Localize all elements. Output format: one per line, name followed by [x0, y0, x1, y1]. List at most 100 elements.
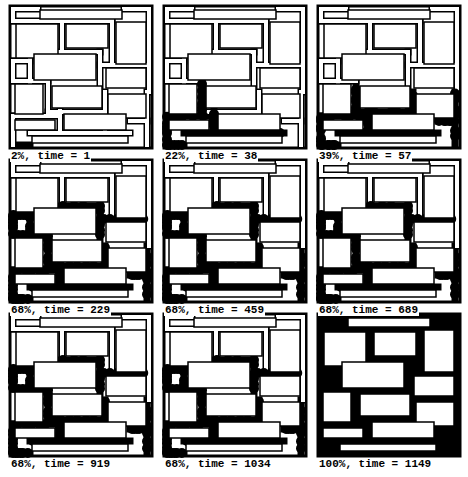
maze-room — [218, 268, 280, 284]
fill-dot — [296, 436, 306, 446]
maze-room — [169, 274, 209, 284]
maze-room — [348, 10, 430, 19]
maze-room — [342, 54, 404, 80]
panel-caption: 68%, time = 229 — [10, 304, 111, 316]
corridor — [124, 315, 149, 319]
maze-room — [374, 332, 416, 356]
maze-room — [169, 84, 197, 114]
fill-dot — [142, 436, 152, 446]
maze-room — [186, 290, 282, 297]
corridor-wall — [13, 6, 38, 13]
corridor — [319, 61, 323, 81]
corridor — [110, 175, 114, 219]
corridor-wall — [263, 21, 270, 65]
maze-border — [164, 314, 306, 456]
maze-room — [218, 114, 280, 130]
maze-room — [424, 22, 454, 64]
corridor — [432, 7, 457, 11]
corridor-wall — [167, 6, 192, 13]
fill-dot — [142, 282, 152, 292]
corridor — [30, 131, 130, 135]
corridor — [278, 7, 303, 11]
corridor-wall — [45, 82, 52, 112]
maze-room — [52, 86, 102, 108]
maze-room — [206, 240, 256, 262]
corridor — [301, 317, 305, 400]
corridor — [167, 7, 192, 11]
corridor — [321, 7, 346, 11]
fill-dot — [8, 374, 18, 384]
maze-room — [34, 362, 96, 388]
maze-room — [340, 136, 436, 143]
maze-room — [360, 394, 410, 416]
corridor — [301, 9, 305, 92]
panel-caption: 22%, time = 38 — [164, 150, 258, 162]
maze-border — [10, 314, 152, 456]
maze-room — [424, 330, 454, 372]
maze-room — [64, 268, 126, 284]
maze-border — [164, 160, 306, 302]
maze-room — [188, 362, 250, 388]
maze-room — [360, 86, 410, 108]
corridor — [130, 119, 147, 123]
maze-border — [318, 314, 460, 456]
corridor-wall — [432, 6, 457, 13]
maze-room — [66, 332, 108, 356]
maze-room — [206, 394, 256, 416]
maze-room — [323, 84, 351, 114]
corridor — [214, 21, 218, 52]
corridor-wall — [59, 21, 66, 52]
maze-room — [324, 332, 366, 366]
fill-dot — [316, 289, 326, 299]
maze-room — [260, 222, 300, 242]
panel-caption: 2%, time = 1 — [10, 150, 91, 162]
panel-caption: 68%, time = 919 — [10, 458, 111, 470]
corridor — [264, 175, 268, 219]
maze-room — [372, 114, 434, 130]
maze-panel — [316, 160, 460, 304]
fill-dot — [162, 289, 172, 299]
maze-room — [360, 240, 410, 262]
maze-room — [64, 422, 126, 438]
maze-room — [194, 318, 276, 327]
maze-room — [186, 444, 282, 451]
maze-room — [16, 178, 58, 212]
fill-dot — [316, 136, 326, 146]
maze-room — [169, 238, 197, 268]
corridor — [167, 59, 184, 63]
panel-caption: 68%, time = 689 — [318, 304, 419, 316]
maze-room — [220, 178, 262, 202]
maze-room — [340, 290, 436, 297]
corridor — [321, 59, 338, 63]
fill-dot — [162, 220, 172, 230]
fill-dot — [162, 374, 172, 384]
maze-panel — [8, 160, 152, 304]
maze-room — [116, 22, 146, 64]
maze-room — [15, 120, 55, 130]
maze-room — [15, 84, 43, 114]
corridor-wall — [109, 329, 116, 373]
maze-room — [220, 332, 262, 356]
maze-room — [16, 332, 58, 366]
maze-room — [374, 178, 416, 202]
maze-panel — [8, 314, 152, 458]
panel-caption: 39%, time = 57 — [318, 150, 412, 162]
panel-caption: 68%, time = 459 — [164, 304, 265, 316]
fill-dot — [296, 282, 306, 292]
maze-room — [40, 10, 122, 19]
maze-room — [188, 208, 250, 234]
maze-room — [260, 376, 300, 396]
maze-room — [169, 392, 197, 422]
maze-room — [64, 114, 126, 130]
maze-room — [348, 318, 430, 327]
maze-room — [170, 178, 212, 212]
corridor — [264, 329, 268, 373]
maze-panel — [10, 6, 152, 148]
maze-border — [164, 6, 306, 148]
maze-room — [34, 208, 96, 234]
maze-room — [374, 24, 416, 48]
corridor-wall — [278, 160, 303, 167]
maze-room — [323, 428, 363, 438]
maze-room — [194, 164, 276, 173]
maze-room — [324, 178, 366, 212]
